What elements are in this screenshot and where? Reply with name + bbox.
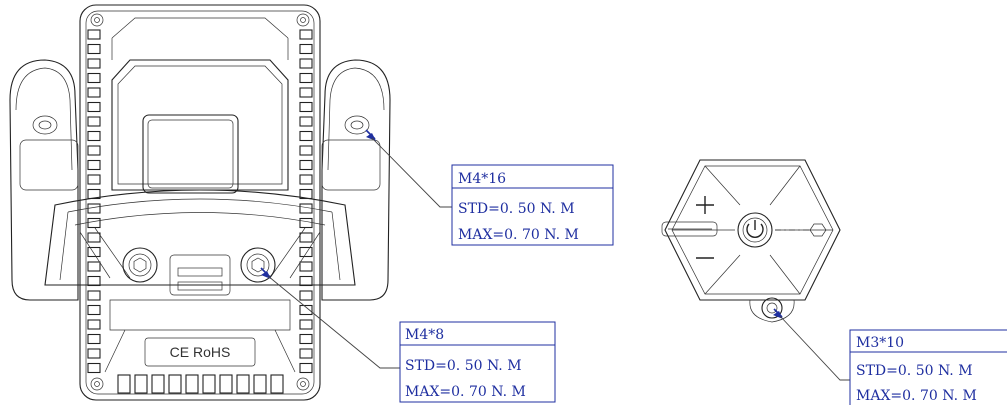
power-icon — [737, 212, 773, 248]
cooling-fin — [87, 87, 101, 98]
cooling-fin — [236, 374, 250, 394]
cooling-fin — [299, 174, 313, 185]
callout-m4x8-std: STD=0. 50 N. M — [405, 358, 522, 374]
cooling-fin — [299, 232, 313, 243]
cooling-fin — [299, 275, 313, 287]
cooling-fin — [299, 145, 313, 156]
cooling-fin — [299, 217, 313, 229]
cooling-fin — [299, 58, 313, 69]
callout-m3x10-leader — [773, 308, 850, 381]
main-unit-drawing: CE RoHS — [9, 4, 391, 401]
cooling-fin — [87, 174, 101, 185]
cooling-fin — [87, 246, 101, 258]
cooling-fin — [299, 72, 313, 84]
cooling-fin — [299, 43, 313, 55]
cooling-fin — [87, 116, 101, 127]
cooling-fin — [117, 374, 131, 394]
callout-m4x8-max: MAX=0. 70 N. M — [405, 384, 526, 400]
cooling-fin — [87, 232, 101, 243]
callout-m4x8-leader — [260, 267, 400, 369]
callout-m3x10-max: MAX=0. 70 N. M — [856, 388, 977, 404]
cooling-fin — [87, 362, 101, 374]
cooling-fin — [87, 261, 101, 272]
cooling-fin — [299, 203, 313, 214]
cooling-fin — [87, 43, 101, 55]
cooling-fin — [299, 87, 313, 98]
cooling-fin — [87, 130, 101, 142]
cooling-fin — [299, 261, 313, 272]
certification-mark: CE RoHS — [170, 344, 231, 360]
cooling-fin — [87, 290, 101, 301]
cooling-fin — [168, 374, 182, 394]
cooling-fins-right — [299, 29, 313, 374]
cooling-fin — [87, 304, 101, 316]
cooling-fin — [270, 374, 284, 394]
callout-m4x16-max: MAX=0. 70 N. M — [458, 227, 579, 243]
cooling-fin — [299, 116, 313, 127]
cooling-fin — [299, 362, 313, 374]
cooling-fin — [87, 203, 101, 214]
cooling-fin — [299, 130, 313, 142]
cooling-fin — [219, 374, 233, 394]
cooling-fin — [299, 290, 313, 301]
cooling-fin — [299, 333, 313, 345]
cooling-fin — [134, 374, 148, 394]
small-part-drawing — [661, 159, 841, 323]
cooling-fin — [87, 58, 101, 69]
cooling-fin — [202, 374, 216, 394]
cooling-fin — [299, 319, 313, 330]
cooling-fin — [151, 374, 165, 394]
cooling-fin — [299, 159, 313, 171]
callout-m4x16-leader — [365, 129, 452, 208]
cooling-fin — [87, 217, 101, 229]
callout-m4x8: M4*8 STD=0. 50 N. M MAX=0. 70 N. M — [399, 321, 556, 403]
cooling-fins-left — [87, 29, 101, 374]
cooling-fin — [87, 145, 101, 156]
cooling-fin — [87, 72, 101, 84]
callout-m3x10: M3*10 STD=0. 50 N. M MAX=0. 70 N. M — [849, 329, 1007, 405]
callout-m4x16: M4*16 STD=0. 50 N. M MAX=0. 70 N. M — [451, 164, 614, 246]
callout-m3x10-size: M3*10 — [856, 335, 904, 351]
cooling-fin — [87, 333, 101, 345]
cooling-fin — [87, 159, 101, 171]
callout-m4x16-std: STD=0. 50 N. M — [458, 201, 575, 217]
callout-m4x16-size: M4*16 — [458, 171, 506, 187]
cooling-fin — [87, 29, 101, 40]
callout-m3x10-std: STD=0. 50 N. M — [856, 363, 973, 379]
cooling-fin — [87, 101, 101, 113]
cooling-fin — [185, 374, 199, 394]
cooling-fin — [299, 101, 313, 113]
cooling-fin — [299, 304, 313, 316]
callout-m4x8-size: M4*8 — [405, 327, 444, 343]
cooling-fins-bottom — [117, 374, 284, 394]
cooling-fin — [299, 348, 313, 359]
cooling-fin — [299, 246, 313, 258]
cooling-fin — [87, 275, 101, 287]
cooling-fin — [253, 374, 267, 394]
cooling-fin — [299, 29, 313, 40]
cooling-fin — [87, 319, 101, 330]
cooling-fin — [87, 348, 101, 359]
